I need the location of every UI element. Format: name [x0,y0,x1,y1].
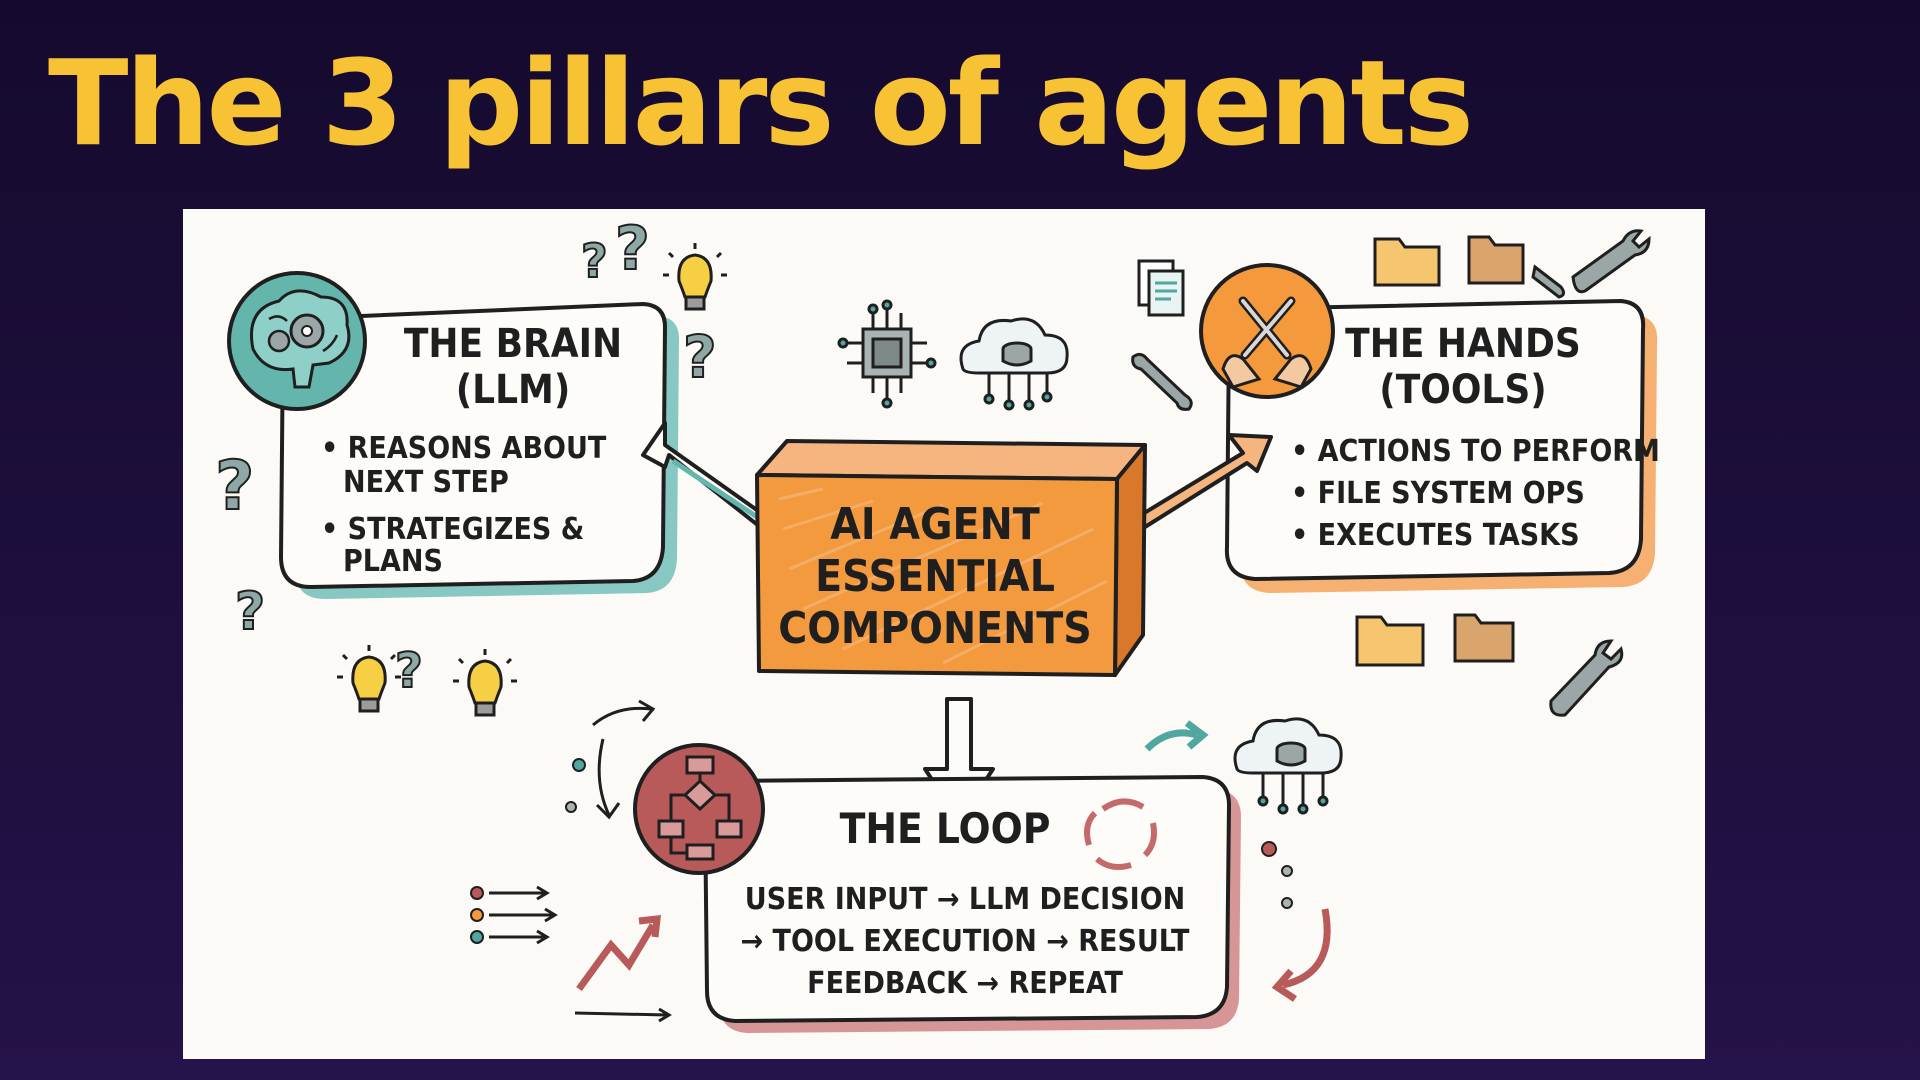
brain-bullet-1-cont: NEXT STEP [343,465,509,500]
wrench-icon [1531,264,1566,299]
folder-icons [1137,235,1525,667]
question-mark-icons: ? ? ? ? ? ? [214,213,718,700]
lightbulb-icon [453,649,517,717]
lightbulb-icons [337,243,727,717]
question-mark-icon: ? [581,234,608,288]
wrench-icons [1131,229,1651,717]
folder-icon [1373,237,1441,287]
chip-icon [837,299,937,409]
loop-title: THE LOOP [840,804,1051,853]
loop-decorations [489,699,1331,1023]
brain-title-line-1: THE BRAIN [404,321,622,367]
hands-title-line-2: (TOOLS) [1379,367,1546,413]
document-icon [1137,259,1185,317]
brain-bullet-2-cont: PLANS [343,544,443,579]
brain-title-line-2: (LLM) [456,367,571,413]
hands-box: THE HANDS (TOOLS) • ACTIONS TO PERFORM •… [1131,229,1660,717]
folder-icon [1355,615,1425,667]
arrow-right-icon [489,907,558,923]
wrench-icon [1131,352,1193,411]
cloud-database-icon [1233,717,1343,815]
loop-line-2: → TOOL EXECUTION → RESULT [741,924,1190,959]
wrench-icon [1571,229,1651,294]
refresh-icon [1084,798,1157,870]
question-mark-icon: ? [215,447,254,526]
center-line-1: AI AGENT [830,499,1039,550]
flowchart-icon [633,743,765,875]
loop-line-1: USER INPUT → LLM DECISION [745,882,1185,917]
question-mark-icon: ? [615,214,650,284]
arrow-right-icon [489,929,550,945]
question-mark-icon: ? [235,582,265,642]
hands-bullet-3: • EXECUTES TASKS [1291,518,1580,553]
brain-bullet-2: • STRATEGIZES & [321,512,584,547]
slide-title: The 3 pillars of agents [48,34,1474,172]
center-block: AI AGENT ESSENTIAL COMPONENTS [755,439,1147,677]
arrow-to-hands [1139,433,1273,529]
curved-arrow-icon [597,738,611,816]
center-line-3: COMPONENTS [778,603,1092,654]
brain-box: THE BRAIN (LLM) • REASONS ABOUT NEXT STE… [214,213,727,717]
hands-bullet-1: • ACTIONS TO PERFORM [1291,434,1660,469]
folder-icon [1467,235,1525,285]
brain-bullet-1: • REASONS ABOUT [321,431,607,466]
hands-bullet-2: • FILE SYSTEM OPS [1291,476,1585,511]
brain-icon [227,271,367,411]
center-line-2: ESSENTIAL [815,551,1055,602]
arrow-right-icon [574,1007,672,1023]
dots [470,758,1293,944]
curved-arrow-icon [592,706,652,727]
folder-icon [1453,613,1515,663]
cloud-database-icon [959,317,1069,411]
arrow-right-icon [489,885,550,901]
hands-title-line-1: THE HANDS [1345,321,1581,367]
loop-line-3: FEEDBACK → REPEAT [807,966,1123,1001]
diagram-card: THE BRAIN (LLM) • REASONS ABOUT NEXT STE… [183,209,1705,1059]
tools-icon [1199,263,1335,399]
loop-box: THE LOOP USER INPUT → LLM DECISION → TOO… [633,743,1241,1033]
curved-arrow-icon [1144,729,1198,752]
question-mark-icon: ? [395,643,423,699]
trend-arrow-icon [576,923,657,992]
wrench-icon [1549,639,1624,717]
curved-arrow-icon [1282,908,1331,989]
lightbulb-icon [337,645,401,713]
lightbulb-icon [663,243,727,311]
question-mark-icon: ? [683,323,717,391]
